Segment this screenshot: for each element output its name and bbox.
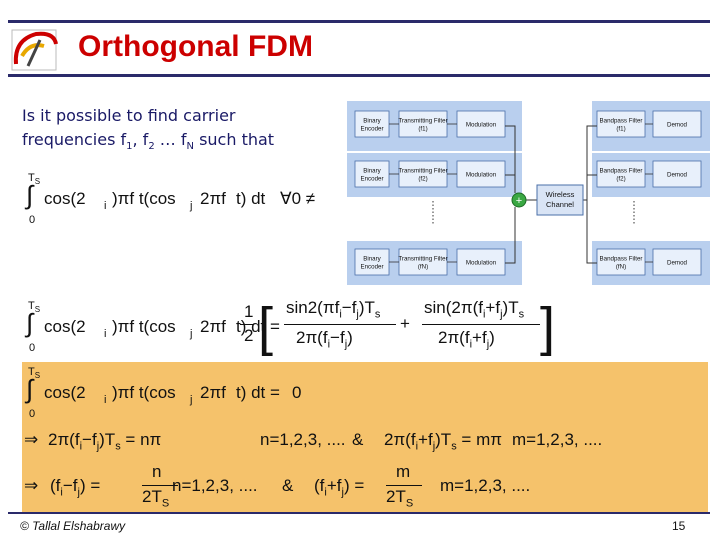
university-logo-icon [11,29,58,71]
channel-label-line2: Channel [546,200,574,209]
equation-frequency-spacing: ⇒ (fi−fj) = n 2TS n=1,2,3, .... & (fi+fj… [24,462,531,510]
transmitting-filter-1-label-2: (f1) [418,126,427,133]
transmitting-filter-1: Transmitting Filter(f1) [398,110,448,138]
page-number: 15 [672,519,686,533]
modulation-2: Modulation [456,160,506,188]
demod-3: Demod [652,248,702,276]
transmitting-filter-1-label-1: Transmitting Filter [398,118,447,125]
modulation-2-label-1: Modulation [466,172,497,179]
bottom-rule [8,512,710,514]
wireless-channel-block [536,184,584,216]
bandpass-filter-3: Bandpass Filter(fN) [596,248,646,276]
binary-encoder-2-label-2: Encoder [360,176,383,183]
transmitting-filter-3-label-1: Transmitting Filter [398,256,447,263]
bandpass-filter-2-label-1: Bandpass Filter [600,168,643,175]
bandpass-filter-2: Bandpass Filter(f2) [596,160,646,188]
binary-encoder-2-label-1: Binary [363,168,381,175]
bandpass-filter-1: Bandpass Filter(f1) [596,110,646,138]
modulation-3: Modulation [456,248,506,276]
bandpass-filter-3-label-2: (fN) [616,264,626,271]
bandpass-filter-2-label-2: (f2) [616,176,625,183]
equation-zero-integral: TS ∫ 0 cos(2 i )πf t(cos 2πf j t) dt = 0 [26,366,302,420]
modulation-1: Modulation [456,110,506,138]
adder-label: + [516,195,522,207]
transmitting-filter-2-label-1: Transmitting Filter [398,168,447,175]
demod-1-label-1: Demod [667,122,688,129]
footer-copyright: © Tallal Elshabrawy [20,519,126,533]
signal-lines [505,125,597,264]
equation-integral-expansion: TS ∫ 0 cos(2 i )πf t(cos 2πf j t) dt = 1… [26,297,556,357]
equation-orthogonality-condition: TS ∫ 0 cos(2 i )πf t(cos 2πf j t) dt ∀0 … [26,172,316,226]
channel-label-line1: Wireless [546,190,575,199]
bandpass-filter-3-label-1: Bandpass Filter [600,256,643,263]
binary-encoder-3-label-2: Encoder [360,264,383,271]
modulation-1-label-1: Modulation [466,122,497,129]
transmitting-filter-2-label-2: (f2) [418,176,427,183]
binary-encoder-1-label-2: Encoder [360,126,383,133]
binary-encoder-1-label-1: Binary [363,118,381,125]
slide-title: Orthogonal FDM [78,30,313,63]
bandpass-filter-1-label-1: Bandpass Filter [600,118,643,125]
demod-2-label-1: Demod [667,172,688,179]
top-rule [8,20,710,23]
bandpass-filter-1-label-2: (f1) [616,126,625,133]
demod-2: Demod [652,160,702,188]
question-line-2: frequencies f1, f2 … fN such that [22,130,275,153]
demod-1: Demod [652,110,702,138]
question-text: Is it possible to find carrier frequenci… [22,104,274,159]
question-line-1: Is it possible to find carrier [22,106,236,125]
highlighted-result-box [22,362,708,512]
equation-phase-conditions: ⇒ 2π(fi−fj)Ts = nπ n=1,2,3, .... & 2π(fi… [24,430,603,453]
transmitting-filter-3-label-2: (fN) [418,264,428,271]
modulation-3-label-1: Modulation [466,260,497,267]
title-rule [8,74,710,77]
demod-3-label-1: Demod [667,260,688,267]
binary-encoder-3-label-1: Binary [363,256,381,263]
integral-sign: ∫ [26,180,34,210]
adder-icon [511,192,527,208]
transmitting-filter-3: Transmitting Filter(fN) [398,248,448,276]
transmitting-filter-2: Transmitting Filter(f2) [398,160,448,188]
